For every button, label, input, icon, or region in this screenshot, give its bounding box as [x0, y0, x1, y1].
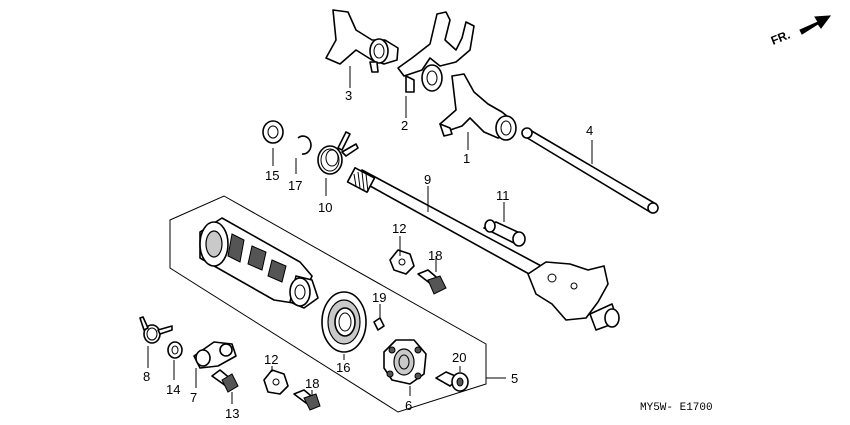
callout-4: 4 [586, 123, 593, 138]
stopper-plate-12-upper [389, 249, 415, 275]
stopper-plate-12-lower [263, 369, 289, 395]
callout-14: 14 [166, 382, 180, 397]
shift-fork-2 [397, 11, 475, 93]
callout-5: 5 [511, 371, 518, 386]
callout-6: 6 [405, 398, 412, 413]
front-direction-arrow-icon: FR. [769, 15, 832, 48]
shift-drum-center-6 [383, 339, 427, 385]
direction-label: FR. [769, 28, 792, 48]
callout-19: 19 [372, 290, 386, 305]
bearing-16 [321, 291, 367, 353]
bolt-13 [211, 369, 239, 393]
spring-8 [139, 316, 173, 344]
bolt-18-upper [417, 269, 447, 295]
callout-16: 16 [336, 360, 350, 375]
callout-20: 20 [452, 350, 466, 365]
callout-2: 2 [401, 118, 408, 133]
callout-12-lower: 12 [264, 352, 278, 367]
dowel-pin-19 [373, 317, 385, 331]
shift-fork-3 [325, 9, 399, 73]
gearshift-drum-assembly-box [169, 195, 487, 413]
callout-10: 10 [318, 200, 332, 215]
leader-lines [147, 66, 593, 404]
gearshift-spindle-9 [346, 166, 620, 331]
drawing-code: MY5W- E1700 [640, 402, 713, 414]
callout-7: 7 [190, 390, 197, 405]
callout-labels: 1 2 3 4 5 6 7 8 9 10 11 12 12 13 14 15 1… [143, 88, 593, 421]
callout-12-upper: 12 [392, 221, 406, 236]
callout-8: 8 [143, 369, 150, 384]
fork-shaft-4 [521, 127, 659, 214]
callout-18-upper: 18 [428, 248, 442, 263]
shift-drum [199, 217, 319, 309]
callout-15: 15 [265, 168, 279, 183]
callout-17: 17 [288, 178, 302, 193]
snap-ring-17 [297, 135, 312, 155]
bolt-18-lower [293, 389, 321, 411]
callout-3: 3 [345, 88, 352, 103]
stopper-arm-7 [193, 341, 237, 369]
callout-13: 13 [225, 406, 239, 421]
callout-9: 9 [424, 172, 431, 187]
return-spring-10 [317, 131, 359, 175]
callout-11: 11 [496, 188, 510, 203]
washer-14 [167, 341, 183, 359]
shift-fork-1 [439, 73, 517, 141]
callout-18-lower: 18 [305, 376, 319, 391]
callout-1: 1 [463, 151, 470, 166]
washer-15 [262, 120, 284, 144]
socket-bolt-20 [435, 371, 469, 392]
stopper-pin-11 [483, 219, 526, 247]
